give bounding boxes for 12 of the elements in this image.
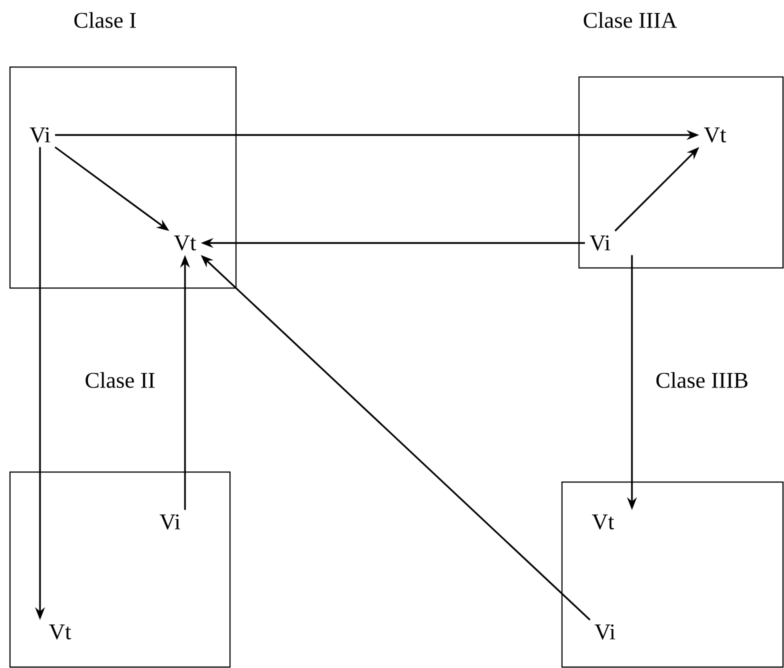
box-heading: Clase IIIA xyxy=(584,12,677,28)
variable-label: Vi xyxy=(594,624,616,640)
variable-label: Vt xyxy=(704,127,726,143)
variable-label: Vi xyxy=(160,514,180,530)
variable-label: Vt xyxy=(592,514,614,530)
box-heading: Clase II xyxy=(86,372,154,388)
variable-label: Vi xyxy=(30,127,50,143)
variable-label: Vi xyxy=(590,235,610,251)
box-heading: Clase IIIB xyxy=(656,372,748,388)
variable-label: Vt xyxy=(49,624,72,640)
variable-label: Vt xyxy=(174,235,196,251)
box-heading: Clase I xyxy=(74,12,136,28)
